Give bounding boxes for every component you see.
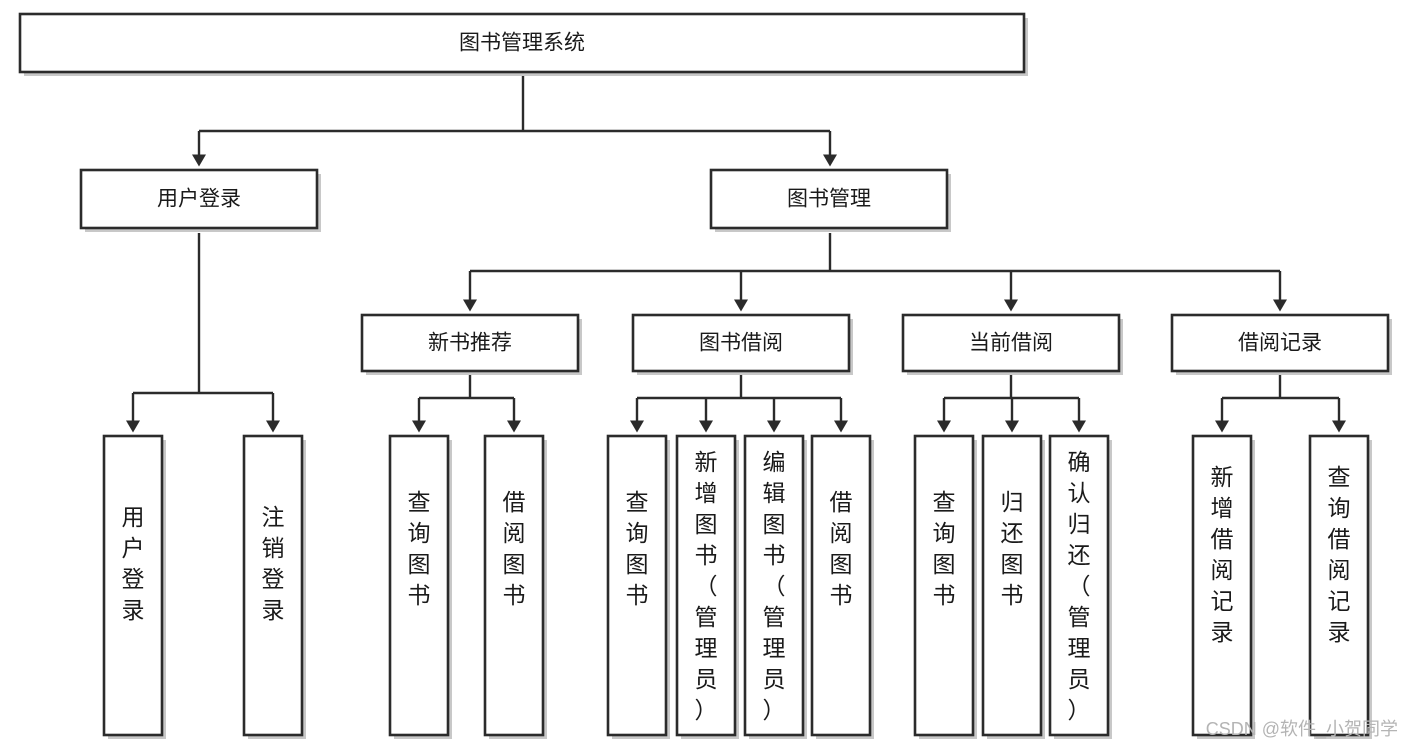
node-leaf-add-record[interactable]: 新增借阅记录 — [1191, 434, 1255, 739]
leaf-query-book-2-box — [606, 434, 668, 737]
node-leaf-add-book[interactable]: 新增图书（管理员） — [675, 434, 739, 739]
node-leaf-query-book-1[interactable]: 查询图书 — [388, 434, 452, 739]
leaf-query-book-3-box — [913, 434, 975, 737]
user-login-box — [79, 168, 319, 230]
leaf-add-record-label: 新增借阅记录 — [1211, 464, 1234, 645]
leaf-query-book-2-label: 查询图书 — [626, 489, 649, 608]
leaf-return-book-label: 归还图书 — [1001, 489, 1024, 608]
node-new-book-recommend[interactable]: 新书推荐 — [360, 313, 582, 375]
node-user-login[interactable]: 用户登录 — [79, 168, 321, 232]
leaf-edit-book-label: 编辑图书（管理员） — [763, 449, 786, 723]
node-root[interactable]: 图书管理系统 — [18, 12, 1028, 76]
leaf-add-record-box — [1191, 434, 1253, 737]
node-book-management[interactable]: 图书管理 — [709, 168, 951, 232]
node-leaf-edit-book[interactable]: 编辑图书（管理员） — [743, 434, 807, 739]
book-borrow-label: 图书借阅 — [699, 332, 783, 355]
borrow-record-label: 借阅记录 — [1238, 332, 1322, 355]
root-label: 图书管理系统 — [459, 32, 585, 55]
current-borrow-label: 当前借阅 — [969, 332, 1053, 355]
leaf-user-login-box — [102, 434, 164, 737]
leaf-logout-login-box — [242, 434, 304, 737]
node-current-borrow[interactable]: 当前借阅 — [901, 313, 1123, 375]
leaf-edit-book-box — [743, 434, 805, 737]
node-leaf-logout-login[interactable]: 注销登录 — [242, 434, 306, 739]
watermark-label: CSDN @软件_小贺同学 — [1206, 719, 1398, 740]
book-management-label: 图书管理 — [787, 188, 871, 211]
leaf-user-login-label: 用户登录 — [122, 504, 145, 623]
root-box — [18, 12, 1026, 74]
node-leaf-confirm-return[interactable]: 确认归还（管理员） — [1048, 434, 1112, 739]
node-leaf-query-record[interactable]: 查询借阅记录 — [1308, 434, 1372, 739]
node-borrow-record[interactable]: 借阅记录 — [1170, 313, 1392, 375]
leaf-borrow-book-2-box — [810, 434, 872, 737]
leaf-confirm-return-label: 确认归还（管理员） — [1068, 449, 1091, 723]
leaf-add-book-box — [675, 434, 737, 737]
new-book-recommend-box — [360, 313, 580, 373]
user-login-label: 用户登录 — [157, 188, 241, 211]
node-leaf-return-book[interactable]: 归还图书 — [981, 434, 1045, 739]
leaf-logout-login-label: 注销登录 — [262, 504, 285, 623]
node-leaf-query-book-3[interactable]: 查询图书 — [913, 434, 977, 739]
leaf-query-book-1-label: 查询图书 — [408, 489, 431, 608]
node-book-borrow[interactable]: 图书借阅 — [631, 313, 853, 375]
leaf-query-book-3-label: 查询图书 — [933, 489, 956, 608]
new-book-recommend-label: 新书推荐 — [428, 332, 512, 355]
book-borrow-box — [631, 313, 851, 373]
borrow-record-box — [1170, 313, 1390, 373]
node-leaf-borrow-book-1[interactable]: 借阅图书 — [483, 434, 547, 739]
leaf-confirm-return-box — [1048, 434, 1110, 737]
leaf-query-record-label: 查询借阅记录 — [1328, 464, 1351, 645]
node-leaf-borrow-book-2[interactable]: 借阅图书 — [810, 434, 874, 739]
node-leaf-query-book-2[interactable]: 查询图书 — [606, 434, 670, 739]
book-management-box — [709, 168, 949, 230]
current-borrow-box — [901, 313, 1121, 373]
leaf-borrow-book-2-label: 借阅图书 — [830, 489, 853, 608]
leaf-query-book-1-box — [388, 434, 450, 737]
leaf-return-book-box — [981, 434, 1043, 737]
leaf-borrow-book-1-label: 借阅图书 — [503, 489, 526, 608]
edge-group — [126, 76, 1346, 433]
leaf-borrow-book-1-box — [483, 434, 545, 737]
node-leaf-user-login[interactable]: 用户登录 — [102, 434, 166, 739]
leaf-add-book-label: 新增图书（管理员） — [695, 449, 718, 723]
leaf-query-record-box — [1308, 434, 1370, 737]
